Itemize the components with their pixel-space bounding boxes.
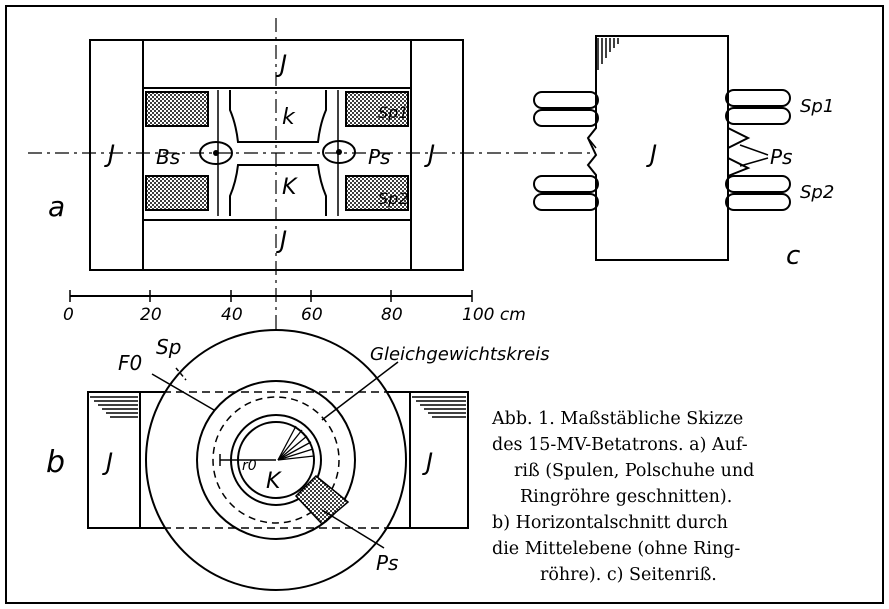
label-yoke-bottom: J [276, 226, 287, 254]
leader-f0 [151, 373, 215, 411]
scale-label: 20 [140, 305, 162, 325]
label-ps-b: Ps [376, 551, 398, 575]
caption-line: Abb. 1. Maßstäbliche Skizze [491, 409, 743, 429]
leader-ps-b [321, 509, 385, 549]
label-ps-c: Ps [770, 145, 792, 169]
caption-line: die Mittelebene (ohne Ring- [492, 539, 740, 559]
pole-piece-lower [229, 164, 327, 216]
caption-line: Ringröhre geschnitten). [520, 487, 732, 507]
label-core-lower: K [282, 175, 298, 200]
equilibrium-circle [212, 396, 340, 524]
scale-label: 0 [63, 305, 74, 325]
ring-tube-right-core [336, 149, 342, 155]
coil-c-left-3 [533, 175, 599, 193]
label-yoke-top: J [276, 50, 287, 78]
coil-c-right-2 [725, 107, 791, 125]
scale-bar: 0 20 40 60 80 100 cm [63, 290, 526, 325]
coil-c-left-1 [533, 91, 599, 109]
label-sp-b: Sp [156, 335, 181, 359]
label-core-upper: k [282, 105, 296, 130]
caption-line: des 15-MV-Betatrons. a) Auf- [492, 435, 748, 455]
label-view-c: c [786, 241, 800, 271]
label-r0: r0 [242, 458, 257, 474]
label-core-b: K [266, 469, 282, 494]
label-sp2-a: Sp2 [378, 189, 409, 208]
side-yoke [586, 35, 729, 261]
yoke-b-hatch-left [90, 396, 138, 418]
label-sp1-a: Sp1 [378, 103, 409, 122]
ps-leader-c [739, 157, 769, 167]
label-ps-a: Ps [368, 145, 390, 169]
ring-tube-right [322, 140, 356, 164]
scale-label: 60 [301, 305, 323, 325]
pole-shoe-c-left [587, 127, 597, 149]
coil-sp1-left [145, 91, 209, 127]
label-sp2-c: Sp2 [800, 182, 834, 203]
caption-line: b) Horizontalschnitt durch [492, 513, 728, 533]
coil-c-left-4 [533, 193, 599, 211]
caption-line: röhre). c) Seitenriß. [540, 565, 717, 585]
label-view-a: a [48, 190, 65, 223]
ring-tube-left-core [213, 150, 219, 156]
label-yoke-b-left: J [102, 448, 113, 476]
coil-sp1-right [345, 91, 409, 127]
coil-c-right-1 [725, 89, 791, 107]
label-yoke-right: J [424, 140, 435, 168]
coil-outer-circle [145, 329, 407, 591]
coil-sp2-right [345, 175, 409, 211]
side-yoke-hatch [597, 38, 619, 70]
label-f0: F0 [118, 351, 142, 375]
scale-label: 100 cm [462, 305, 526, 325]
label-gleichgewichtskreis: Gleichgewichtskreis [370, 344, 550, 365]
pole-face-circle [196, 380, 356, 540]
ps-leader-c [739, 144, 769, 156]
caption-line: riß (Spulen, Polschuhe und [514, 461, 754, 481]
label-yoke-b-right: J [422, 448, 433, 476]
label-yoke-c: J [646, 140, 657, 168]
yoke-b-hatch-right [412, 396, 466, 418]
core-sector-hatch [277, 425, 315, 461]
coil-c-right-4 [725, 193, 791, 211]
scale-label: 40 [221, 305, 243, 325]
label-bs: Bs [156, 145, 180, 169]
leader-sp [175, 367, 187, 381]
scale-label: 80 [381, 305, 403, 325]
coil-c-right-3 [725, 175, 791, 193]
pole-shoe-c-right [727, 127, 751, 177]
caption: Abb. 1. Maßstäbliche Skizze des 15-MV-Be… [491, 409, 754, 585]
view-b: J J K r0 F0 Sp Gleichgewichtskreis Ps b [46, 329, 550, 591]
figure-border [5, 5, 884, 604]
pole-shoe-b [294, 474, 350, 526]
label-sp1-c: Sp1 [800, 96, 834, 117]
view-a: J J J J k K Bs Ps Sp1 Sp2 a [48, 39, 464, 271]
label-yoke-left: J [104, 140, 115, 168]
view-c: J Ps Sp1 Sp2 c [533, 35, 834, 271]
coil-sp2-left [145, 175, 209, 211]
pole-piece-upper [229, 90, 327, 143]
leader-gleich [321, 361, 399, 421]
coil-c-left-2 [533, 109, 599, 127]
label-view-b: b [46, 445, 65, 480]
